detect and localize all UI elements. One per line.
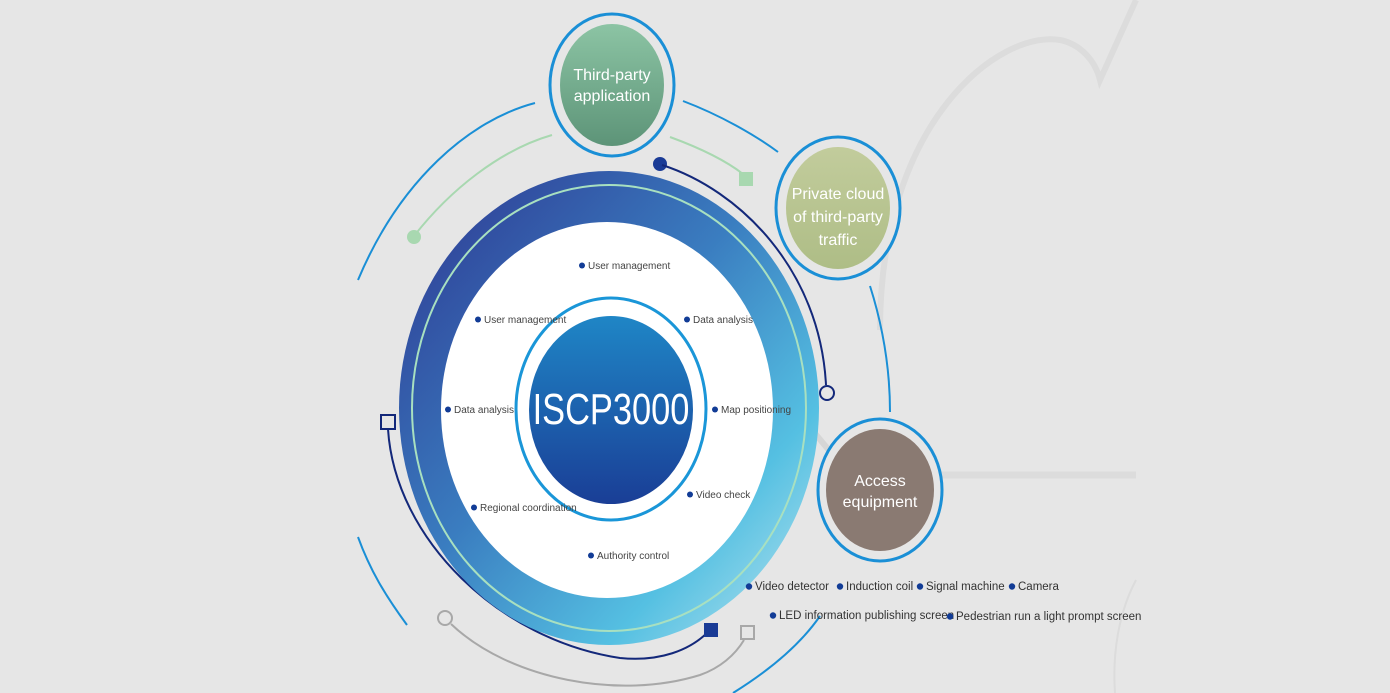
bubble-label-line: application xyxy=(574,88,651,105)
arc-blue-bottom-right xyxy=(732,615,821,693)
feature-label: Map positioning xyxy=(721,405,791,416)
arc-blue-right xyxy=(869,285,891,413)
bubble-olive xyxy=(786,147,890,269)
navy-dot-node xyxy=(653,157,667,171)
arc-green-top-right xyxy=(669,136,744,175)
bubble-label-line: of third-party xyxy=(793,209,883,226)
bullet-dot-icon xyxy=(579,262,585,269)
bubble-label-line: Third-party xyxy=(573,67,650,84)
bullet-dot-icon xyxy=(445,406,451,413)
bullet-dot-icon xyxy=(475,316,481,323)
gray-square-node xyxy=(740,625,755,640)
bubble-label-line: Private cloud xyxy=(792,186,885,203)
green-square-node xyxy=(739,172,753,186)
feature-label: Video detector xyxy=(755,581,829,593)
arc-green-top-left xyxy=(413,134,553,237)
feature-label: Data analysis xyxy=(454,405,514,416)
feature-label: Pedestrian run a light prompt screen xyxy=(956,611,1141,623)
core-title: ISCP3000 xyxy=(533,385,690,434)
arc-navy-right xyxy=(661,164,827,386)
arc-blue-top-right xyxy=(682,100,779,153)
core-disc xyxy=(529,316,693,504)
feature-label: Authority control xyxy=(597,551,669,562)
feature-label: Video check xyxy=(696,490,751,501)
feature-label: Signal machine xyxy=(926,581,1005,593)
navy-filled-square-node xyxy=(704,623,718,637)
satellite-third-party-application[interactable]: Third-party application xyxy=(548,12,676,158)
main-ring: ISCP3000 xyxy=(399,171,819,645)
feature-label: Data analysis xyxy=(693,315,753,326)
feature-label: Regional coordination xyxy=(480,503,577,514)
bullet-dot-icon xyxy=(687,491,693,498)
gray-ring-node xyxy=(437,610,453,626)
bullet-dot-icon xyxy=(916,583,924,590)
feature-label: LED information publishing screen xyxy=(779,610,954,622)
navy-square-node xyxy=(380,414,396,430)
green-dot-node xyxy=(407,230,421,244)
bubble-label-line: equipment xyxy=(843,494,918,511)
bullet-dot-icon xyxy=(745,583,753,590)
bubble-label-line: Access xyxy=(854,473,906,490)
bubble-brown xyxy=(826,429,934,551)
feature-label: User management xyxy=(484,315,566,326)
bubble-green xyxy=(560,24,664,146)
bullet-dot-icon xyxy=(588,552,594,559)
arc-gray-bottom xyxy=(450,623,745,687)
bullet-dot-icon xyxy=(684,316,690,323)
bullet-dot-icon xyxy=(946,613,954,620)
bullet-dot-icon xyxy=(769,612,777,619)
arc-blue-top-left xyxy=(357,102,536,281)
bullet-dot-icon xyxy=(1008,583,1016,590)
access-equipment-items: Video detector Induction coil Signal machi… xyxy=(745,581,1141,623)
bubble-label-line: traffic xyxy=(819,232,858,249)
feature-label: Induction coil xyxy=(846,581,913,593)
feature-label: User management xyxy=(588,261,670,272)
arc-blue-bottom-left xyxy=(357,536,408,626)
bullet-dot-icon xyxy=(471,504,477,511)
satellite-access-equipment[interactable]: Access equipment xyxy=(816,417,944,563)
arc-navy-left-bottom xyxy=(387,428,709,660)
satellite-private-cloud[interactable]: Private cloud of third-party traffic xyxy=(774,135,902,281)
navy-ring-node xyxy=(819,385,835,401)
ring-green-line xyxy=(411,184,807,632)
bullet-dot-icon xyxy=(836,583,844,590)
bullet-dot-icon xyxy=(712,406,718,413)
feature-label: Camera xyxy=(1018,581,1060,593)
